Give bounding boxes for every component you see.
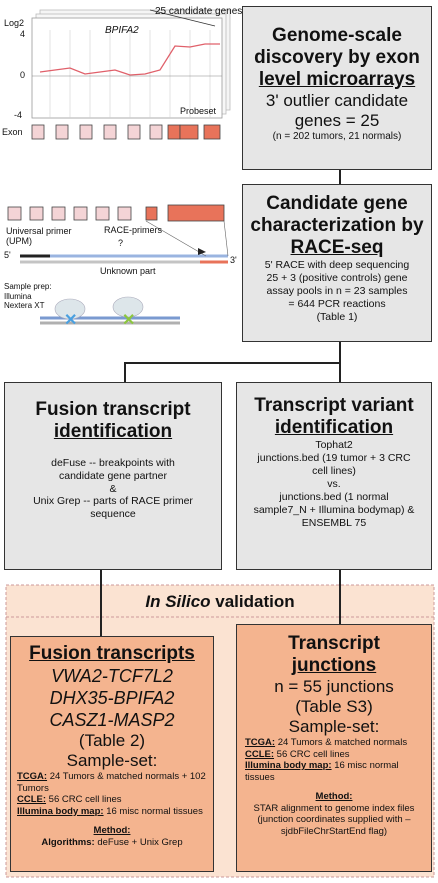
expression-trace xyxy=(39,43,220,76)
box6-tcga-label: TCGA: xyxy=(245,737,276,748)
race-primers-label: RACE-primers xyxy=(104,225,163,235)
box1-line1: Genome-scale xyxy=(272,25,402,46)
connector-4-6 xyxy=(339,570,341,636)
box5-gene-2: DHX35-BPIFA2 xyxy=(49,688,175,708)
connector-1-2 xyxy=(339,170,341,184)
box5-algorithms-text: deFuse + Unix Grep xyxy=(94,836,183,848)
box1-line5: genes = 25 xyxy=(294,111,380,130)
y-tick-bottom: -4 xyxy=(14,110,23,120)
box6-sample-set: Sample-set: xyxy=(288,717,380,736)
box2-line1: Candidate gene xyxy=(266,193,408,214)
box3-line1: Fusion transcript xyxy=(35,399,191,420)
unknown-part-label: Unknown part xyxy=(100,266,156,276)
question-mark: ? xyxy=(118,238,124,248)
box4-body: Tophat2 junctions.bed (19 tumor + 3 CRC … xyxy=(253,439,415,529)
x-axis-label: Probeset xyxy=(180,106,217,116)
box4-line2: identification xyxy=(274,417,394,438)
box6-line1: Transcript xyxy=(288,633,380,654)
box5-ccle-text: 56 CRC cell lines xyxy=(46,794,122,805)
box2-body: 5' RACE with deep sequencing 25 + 3 (pos… xyxy=(264,259,410,323)
race-exon-row xyxy=(7,204,225,222)
box2-line3: RACE-seq xyxy=(290,237,384,258)
svg-text:✕: ✕ xyxy=(122,312,135,329)
box6-tcga-text: 24 Tumors & matched normals xyxy=(275,737,408,748)
box6-method-label: Method: xyxy=(315,791,353,802)
box6-count: n = 55 junctions xyxy=(274,677,394,696)
three-prime-label: 3' xyxy=(230,255,237,265)
y-tick-top: 4 xyxy=(20,29,26,39)
box5-tcga-label: TCGA: xyxy=(17,771,48,782)
box3-body1: deFuse -- breakpoints with candidate gen… xyxy=(51,457,175,482)
box6-method-text: STAR alignment to genome index files (ju… xyxy=(253,802,415,837)
box5-method-label: Method: xyxy=(93,825,131,836)
box5-table-ref: (Table 2) xyxy=(78,731,146,750)
exon-label: Exon xyxy=(2,127,23,137)
connector-to-box3 xyxy=(124,362,126,382)
variant-identification-box: Transcript variant identification Tophat… xyxy=(236,382,432,570)
box6-ibm-text: 16 misc normal tissues xyxy=(245,760,399,783)
box5-algorithms-label: Algorithms: xyxy=(41,836,95,848)
transcript-junctions-box: Transcript junctions n = 55 junctions (T… xyxy=(236,624,432,872)
box5-gene-1: VWA2-TCF7L2 xyxy=(51,666,173,686)
box3-amp: & xyxy=(109,483,117,495)
connector-3-5 xyxy=(100,570,102,636)
upm-label: Universal primer (UPM) xyxy=(6,226,72,246)
box5-tcga-text: 24 Tumors & matched normals + 102 Tumors xyxy=(17,771,206,794)
box4-line1: Transcript variant xyxy=(254,395,414,416)
box1-line4: 3' outlier candidate xyxy=(265,91,409,110)
sample-prep-label: Sample prep: Illumina Nextera XT xyxy=(4,282,52,310)
fusion-transcripts-box: Fusion transcripts VWA2-TCF7L2 DHX35-BPI… xyxy=(10,636,214,872)
validation-title-italic: In Silico xyxy=(145,592,211,611)
box5-ibm-label: Illumina body map: xyxy=(17,805,104,817)
y-axis-label: Log2 xyxy=(4,18,25,28)
box6-line2: junctions xyxy=(291,655,377,676)
connector-horizontal xyxy=(124,362,340,364)
exon-plot xyxy=(31,9,231,140)
box5-gene-3: CASZ1-MASP2 xyxy=(49,710,175,730)
box6-ccle-text: 56 CRC cell lines xyxy=(274,748,350,760)
box6-ccle-label: CCLE: xyxy=(245,748,275,760)
connector-to-box4 xyxy=(339,362,341,382)
box5-sample-set: Sample-set: xyxy=(66,751,158,770)
race-seq-box: Candidate gene characterization by RACE-… xyxy=(242,184,432,342)
race-diagram: ✕ ✕ xyxy=(7,204,229,329)
connector-2-split xyxy=(339,342,341,362)
box3-body2: Unix Grep -- parts of RACE primer sequen… xyxy=(33,495,193,520)
svg-text:✕: ✕ xyxy=(64,312,77,329)
validation-title-rest: validation xyxy=(210,592,295,611)
five-prime-label: 5' xyxy=(4,250,11,260)
box1-line3: level microarrays xyxy=(258,69,416,90)
gene-name-label: BPIFA2 xyxy=(105,25,139,36)
box1-line6: (n = 202 tumors, 21 normals) xyxy=(272,131,402,142)
genome-discovery-box: Genome-scale discovery by exon level mic… xyxy=(242,6,432,170)
candidate-genes-label: 25 candidate genes xyxy=(155,6,243,17)
box5-ccle-label: CCLE: xyxy=(17,794,47,805)
box6-table-ref: (Table S3) xyxy=(295,697,373,716)
box3-line2: identification xyxy=(53,421,173,442)
box5-ibm-text: 16 misc normal tissues xyxy=(103,805,203,817)
box5-title: Fusion transcripts xyxy=(29,643,195,664)
validation-title: In Silico validation xyxy=(6,592,434,612)
fusion-identification-box: Fusion transcript identification deFuse … xyxy=(4,382,222,570)
exon-row xyxy=(31,124,221,140)
y-tick-mid: 0 xyxy=(20,70,26,80)
box6-ibm-label: Illumina body map: xyxy=(245,760,332,771)
box2-line2: characterization by xyxy=(250,215,424,236)
box1-line2: discovery by exon xyxy=(254,47,420,68)
